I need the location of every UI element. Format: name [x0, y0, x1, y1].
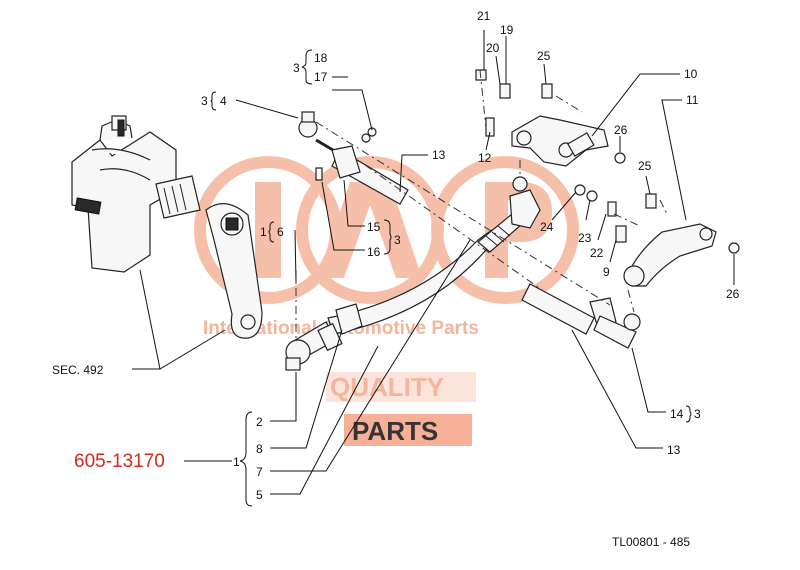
part-number: 605-13170: [74, 451, 165, 472]
label-25-lower: 25: [638, 159, 652, 173]
label-14: 14: [670, 407, 684, 421]
center-lines: [295, 69, 669, 340]
tie-rod-lower-right: [521, 283, 641, 349]
label-2: 2: [256, 415, 263, 429]
label-7: 7: [256, 465, 263, 479]
watermark-letter-i: [255, 182, 281, 278]
label-15: 15: [367, 220, 381, 234]
tie-rod-end-left: [285, 303, 363, 371]
label-26-lower: 26: [726, 287, 740, 301]
callout-labels: 3 18 17 3 4 13 15 16 3 1 6 SEC. 492 2 8 …: [52, 9, 740, 549]
watermark-parts: PARTS: [352, 416, 438, 446]
idler-bracket: [475, 69, 626, 167]
label-1-small: 1: [260, 225, 267, 239]
label-26-upper: 26: [614, 123, 628, 137]
label-25-upper: 25: [537, 49, 551, 63]
label-23: 23: [578, 231, 592, 245]
label-4: 4: [220, 94, 227, 108]
braces: [210, 49, 692, 507]
label-1-main: 1: [233, 455, 240, 469]
steering-gear-box: [71, 115, 201, 273]
label-12: 12: [478, 151, 492, 165]
watermark-parts-box: [344, 414, 472, 446]
label-6: 6: [277, 225, 284, 239]
label-3-right: 3: [694, 407, 701, 421]
label-18: 18: [314, 51, 328, 65]
label-9: 9: [603, 265, 610, 279]
label-24: 24: [540, 220, 554, 234]
ball-stud-center: [509, 176, 541, 229]
label-11: 11: [686, 93, 699, 107]
label-5: 5: [256, 488, 263, 502]
label-3-upper: 3: [293, 61, 300, 75]
pitman-arm: [205, 203, 263, 339]
section-ref: SEC. 492: [52, 363, 104, 377]
watermark-ring-right: [431, 156, 579, 304]
label-13-lower: 13: [667, 443, 681, 457]
label-19: 19: [500, 23, 514, 37]
drawing-ref: TL00801 - 485: [612, 535, 690, 549]
watermark-quality: QUALITY: [330, 372, 444, 402]
idler-arm: [574, 184, 740, 287]
label-3-left: 3: [201, 94, 208, 108]
leader-lines: [132, 30, 735, 495]
label-22: 22: [590, 246, 604, 260]
label-21: 21: [477, 9, 491, 23]
label-13-upper: 13: [432, 148, 446, 162]
tie-rod-upper: [298, 111, 409, 205]
label-20: 20: [486, 41, 500, 55]
label-17: 17: [314, 70, 328, 84]
label-16: 16: [367, 245, 381, 259]
label-3-mid: 3: [394, 233, 401, 247]
label-10: 10: [684, 67, 698, 81]
watermark: International Automotive Parts QUALITY P…: [194, 156, 579, 446]
label-8: 8: [256, 442, 263, 456]
watermark-letter-a: [318, 182, 422, 278]
